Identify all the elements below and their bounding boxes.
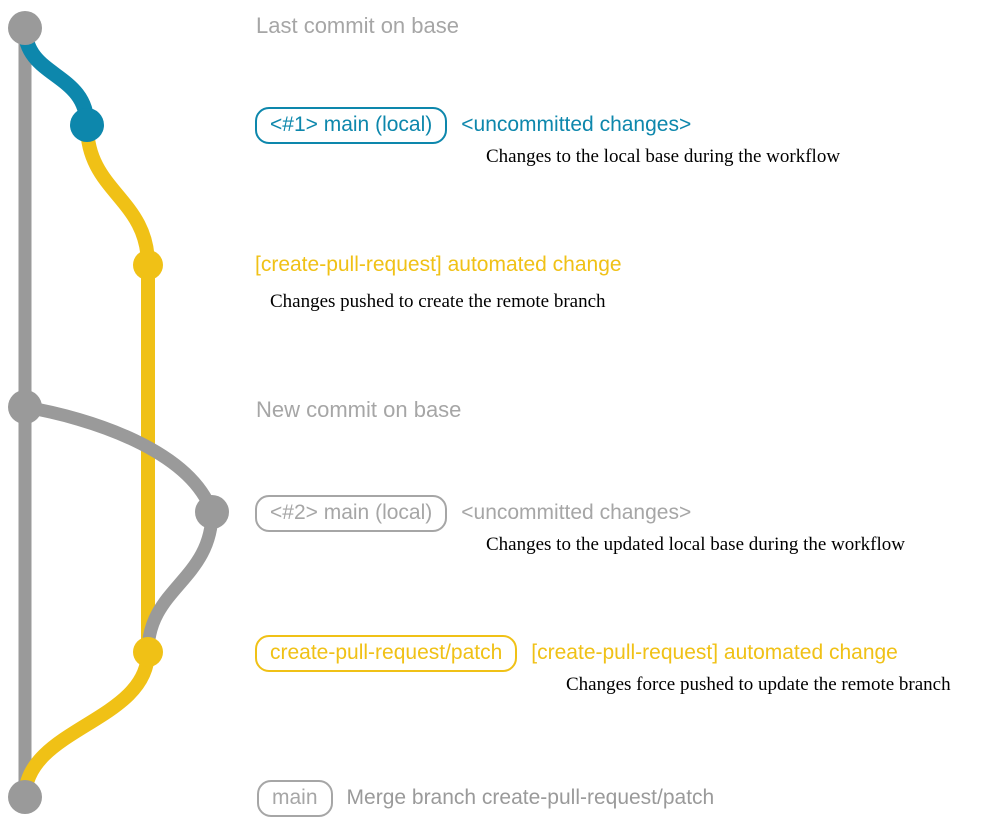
branch-pill-local-1[interactable]: <#1> main (local)	[255, 107, 448, 144]
commit-node-merge[interactable]	[8, 780, 42, 814]
commit-row-merge: main Merge branch create-pull-request/pa…	[257, 780, 714, 817]
graph-label-last-commit-on-base: Last commit on base	[256, 13, 459, 38]
commit-description-local-1: Changes to the local base during the wor…	[486, 146, 841, 167]
commit-row-patch-2: create-pull-request/patch [create-pull-r…	[255, 635, 898, 672]
commit-row-local-1: <#1> main (local) <uncommitted changes>	[255, 107, 691, 144]
commit-node-patch-2[interactable]	[133, 637, 163, 667]
commit-description-patch-2: Changes force pushed to update the remot…	[566, 674, 951, 695]
commit-description-patch-1: Changes pushed to create the remote bran…	[270, 291, 606, 312]
commit-row-patch-1: [create-pull-request] automated change	[255, 254, 622, 276]
branch-pill-patch-2[interactable]: create-pull-request/patch	[255, 635, 518, 672]
commit-subject-merge: Merge branch create-pull-request/patch	[346, 786, 715, 809]
commit-description-local-2: Changes to the updated local base during…	[486, 534, 905, 555]
commit-subject-local-1: <uncommitted changes>	[461, 113, 692, 136]
edge-local1-to-patch1	[80, 118, 155, 272]
commit-subject-patch-2: [create-pull-request] automated change	[531, 641, 898, 664]
commit-subject-local-2: <uncommitted changes>	[461, 501, 692, 524]
commit-node-local-1[interactable]	[70, 108, 104, 142]
commit-node-local-2[interactable]	[195, 495, 229, 529]
edge-patch2-to-merge	[18, 645, 155, 804]
commit-subject-patch-1: [create-pull-request] automated change	[255, 253, 622, 276]
graph-label-new-commit-on-base: New commit on base	[256, 397, 462, 422]
branch-pill-main[interactable]: main	[257, 780, 333, 817]
commit-node-base-new[interactable]	[8, 390, 42, 424]
edge-basenew-to-local2	[18, 400, 219, 519]
commit-node-patch-1[interactable]	[133, 250, 163, 280]
branch-pill-local-2[interactable]: <#2> main (local)	[255, 495, 448, 532]
edge-local2-to-patch2	[141, 505, 219, 659]
commit-node-base-last[interactable]	[8, 11, 42, 45]
commit-row-local-2: <#2> main (local) <uncommitted changes>	[255, 495, 691, 532]
